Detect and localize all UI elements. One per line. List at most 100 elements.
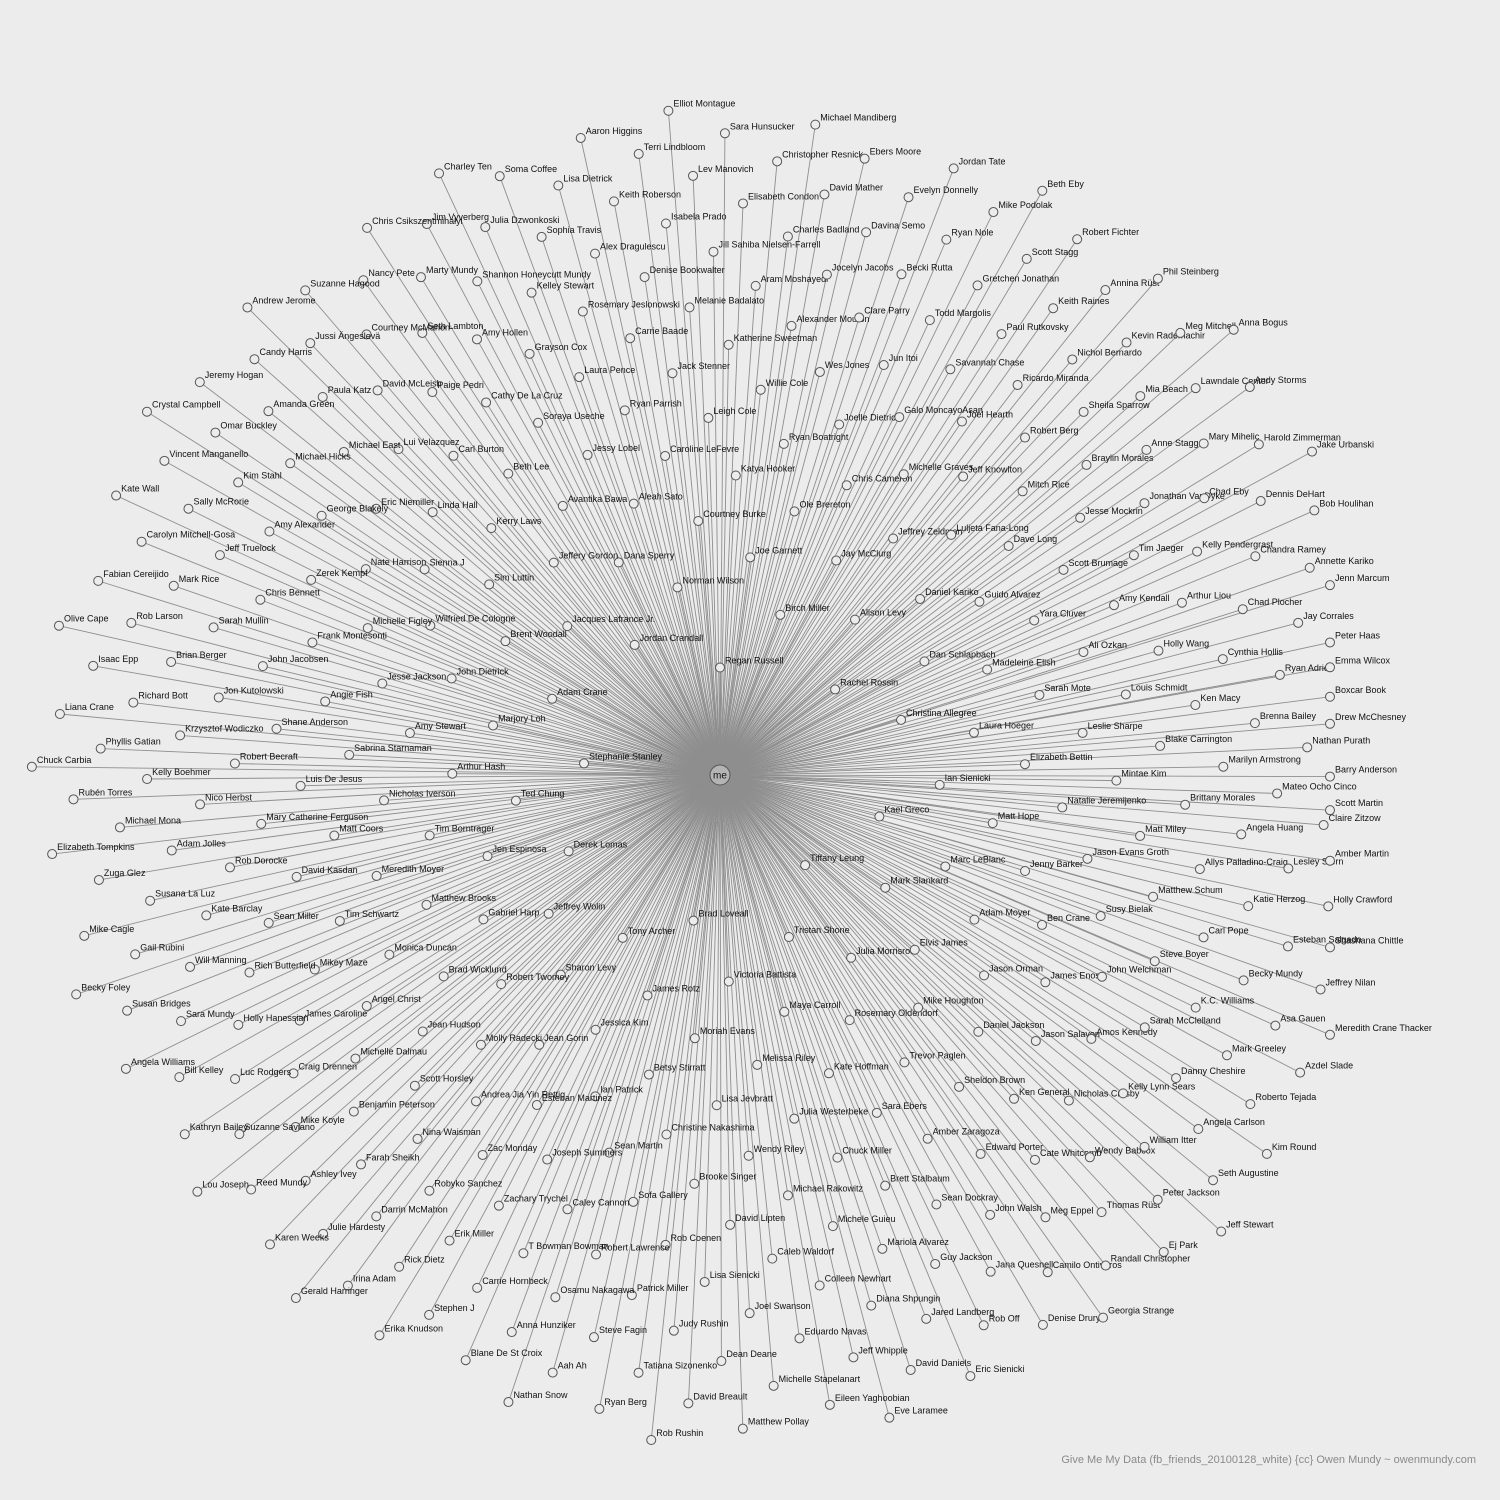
friend-node-circle[interactable] (985, 1209, 996, 1220)
friend-node[interactable]: Tiffany Leung (800, 853, 865, 871)
friend-node[interactable]: Rich Butterfield (244, 961, 316, 978)
friend-node-circle[interactable] (725, 1219, 736, 1230)
friend-node-circle[interactable] (708, 246, 719, 257)
friend-node[interactable]: Stephanie Stanley (579, 751, 663, 769)
friend-node-circle[interactable] (374, 1330, 385, 1341)
friend-node-circle[interactable] (130, 949, 141, 960)
friend-node-circle[interactable] (1192, 546, 1203, 557)
friend-node[interactable]: Angela Huang (1236, 822, 1304, 840)
friend-node-circle[interactable] (294, 1015, 305, 1026)
friend-node-circle[interactable] (68, 794, 79, 805)
friend-node[interactable]: Jay McClurg (831, 549, 892, 566)
friend-node[interactable]: Lou Joseph (192, 1180, 249, 1197)
friend-node[interactable]: Sean Dockray (931, 1192, 999, 1210)
friend-node-circle[interactable] (859, 153, 870, 164)
friend-node[interactable]: Esteban Martinez (531, 1093, 612, 1111)
friend-node[interactable]: Aaron Higgins (575, 126, 643, 143)
friend-node[interactable]: Chris Bennett (255, 588, 321, 605)
friend-node[interactable]: Matt Hope (987, 811, 1039, 829)
friend-node[interactable]: Rachel Rossin (830, 677, 899, 695)
friend-node[interactable]: Zac Monday (477, 1143, 538, 1160)
friend-node-circle[interactable] (646, 1435, 657, 1445)
friend-node[interactable]: Fabian Cereijido (93, 569, 169, 586)
friend-node[interactable]: Sheldon Brown (954, 1075, 1026, 1092)
friend-node-circle[interactable] (574, 372, 585, 383)
friend-node-circle[interactable] (320, 696, 331, 707)
friend-node-circle[interactable] (285, 458, 296, 469)
friend-node[interactable]: David Kasdan (291, 865, 358, 882)
friend-node-circle[interactable] (47, 849, 58, 860)
friend-node[interactable]: Rubén Torres (68, 787, 133, 805)
friend-node-circle[interactable] (417, 1026, 428, 1037)
friend-node-circle[interactable] (896, 269, 907, 280)
friend-node-circle[interactable] (1067, 354, 1078, 365)
friend-node[interactable]: Arthur Liou (1176, 591, 1231, 608)
friend-node-circle[interactable] (230, 1073, 241, 1084)
friend-node[interactable]: Ali Ozkan (1078, 640, 1127, 658)
friend-node[interactable]: Brittany Morales (1180, 793, 1256, 810)
friend-node[interactable]: Julie Hardesty (318, 1222, 386, 1239)
friend-node-circle[interactable] (1100, 285, 1111, 296)
friend-node[interactable]: Mary Catherine Ferguson (256, 812, 369, 829)
friend-node[interactable]: Jussi Ängeslevä (305, 331, 381, 349)
friend-node-circle[interactable] (356, 1159, 367, 1170)
friend-node[interactable]: Paula Katz (317, 385, 372, 402)
friend-node-circle[interactable] (915, 593, 926, 604)
friend-node-circle[interactable] (1063, 1095, 1074, 1106)
friend-node-circle[interactable] (471, 1096, 482, 1107)
friend-node-circle[interactable] (1077, 727, 1088, 738)
friend-node[interactable]: Lev Manovich (688, 164, 754, 181)
friend-node-circle[interactable] (555, 969, 566, 980)
friend-node-circle[interactable] (425, 620, 436, 631)
friend-node[interactable]: Nate Harrison (360, 557, 426, 575)
friend-node[interactable]: Elliot Montague (663, 99, 736, 116)
friend-node[interactable]: Julia Westerbeke (789, 1107, 868, 1124)
friend-node[interactable]: Liana Crane (54, 702, 114, 719)
friend-node-circle[interactable] (782, 1190, 793, 1201)
friend-node-circle[interactable] (768, 1380, 779, 1391)
friend-node[interactable]: Ej Park (1158, 1240, 1198, 1257)
friend-node-circle[interactable] (987, 818, 998, 829)
friend-node[interactable]: Thomas Rüst (1096, 1200, 1161, 1218)
friend-node-circle[interactable] (290, 1122, 301, 1133)
friend-node[interactable]: Rosemary Jeslonowski (577, 300, 680, 317)
friend-node[interactable]: Melissa Riley (752, 1053, 816, 1070)
friend-node[interactable]: Colleen Newhart (814, 1274, 892, 1291)
friend-node-circle[interactable] (136, 536, 147, 547)
friend-node-circle[interactable] (472, 276, 483, 287)
friend-node[interactable]: K.C. Williams (1190, 996, 1255, 1013)
friend-node[interactable]: Patrick Miller (626, 1283, 688, 1301)
friend-node[interactable]: Joel Swanson (744, 1301, 811, 1319)
friend-node-circle[interactable] (941, 234, 952, 245)
friend-node[interactable]: David Daniels (905, 1358, 972, 1375)
friend-node-circle[interactable] (689, 1178, 700, 1189)
friend-node[interactable]: Sarah Mullin (208, 615, 269, 633)
friend-node[interactable]: Erik Miller (444, 1229, 494, 1246)
friend-node-circle[interactable] (195, 799, 206, 810)
friend-node-circle[interactable] (1238, 975, 1249, 986)
friend-node[interactable]: Monica Duncan (384, 943, 457, 960)
friend-node[interactable]: Georgia Strange (1098, 1306, 1175, 1323)
friend-node[interactable]: Michael East (338, 440, 401, 457)
friend-node[interactable]: Luc Rodgers (230, 1067, 292, 1084)
friend-node-circle[interactable] (1078, 647, 1089, 658)
friend-node-circle[interactable] (672, 582, 683, 593)
friend-node[interactable]: Sean Miller (263, 911, 319, 928)
friend-node-circle[interactable] (480, 222, 491, 233)
friend-node-circle[interactable] (854, 312, 865, 323)
friend-node-circle[interactable] (214, 550, 225, 561)
friend-node-circle[interactable] (1096, 1207, 1107, 1218)
friend-node[interactable]: Michelle Dalmau (350, 1047, 427, 1064)
friend-node[interactable]: Mike Cagle (79, 924, 135, 941)
friend-node[interactable]: Leslie Sharpe (1077, 721, 1143, 738)
friend-node-circle[interactable] (1081, 459, 1092, 470)
friend-node-circle[interactable] (1158, 1246, 1169, 1257)
friend-node[interactable]: Roberto Tejada (1245, 1092, 1316, 1110)
friend-node[interactable]: Grayson Cox (524, 342, 588, 359)
friend-node-circle[interactable] (1325, 855, 1335, 866)
friend-node-circle[interactable] (210, 427, 221, 438)
friend-node-circle[interactable] (234, 1129, 245, 1140)
friend-node[interactable]: Wendy Babcox (1084, 1145, 1156, 1163)
friend-node-circle[interactable] (185, 961, 196, 972)
friend-node-circle[interactable] (393, 444, 404, 455)
